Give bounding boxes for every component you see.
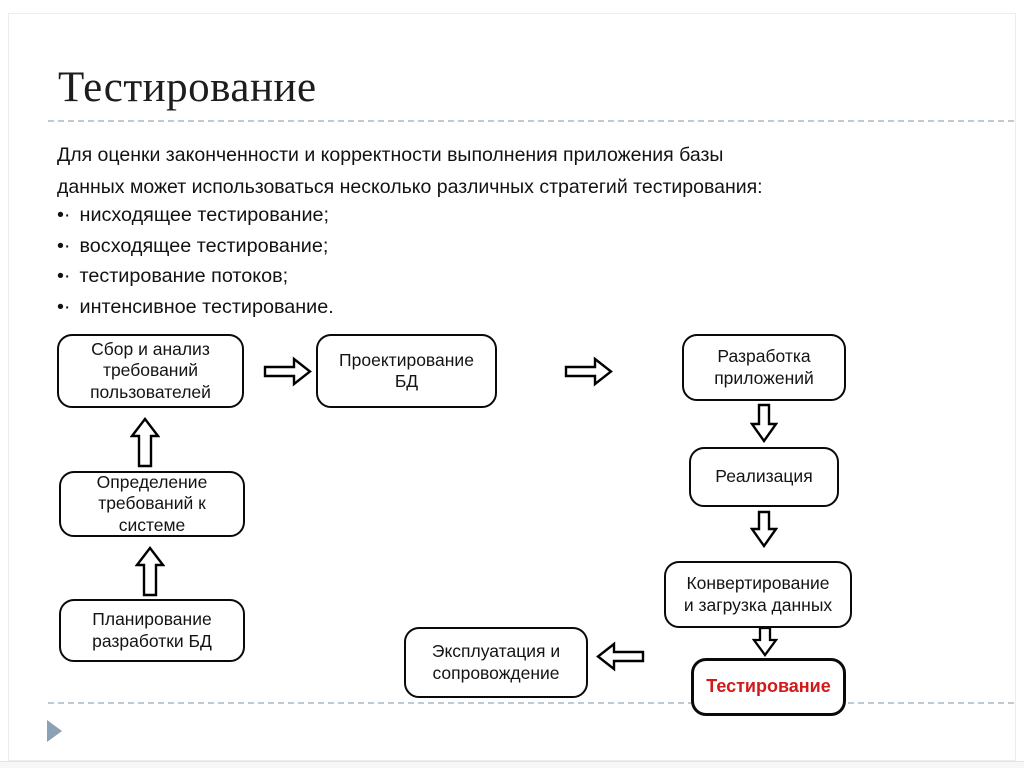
bullet-marker: •· [57,295,71,318]
bullet-item: •· интенсивное тестирование. [57,292,334,323]
arrow-down-icon [752,626,778,657]
arrow-up-icon [130,417,160,468]
bullet-item: •· нисходящее тестирование; [57,200,334,231]
bottom-strip [0,761,1024,768]
bullet-text: нисходящее тестирование; [79,204,330,226]
bullet-item: •· восходящее тестирование; [57,231,334,262]
arrow-up-icon [135,546,165,597]
bullet-marker: •· [57,204,71,226]
bullet-text: тестирование потоков; [79,265,289,288]
arrow-left-icon [596,641,645,672]
arrow-right-icon [564,356,613,387]
intro-paragraph: Для оценки законченности и корректности … [57,144,763,199]
title-divider [48,120,1014,122]
bullet-list: •· нисходящее тестирование; •· восходящее … [57,200,334,322]
flow-box-label: Тестирование [706,676,831,697]
bullet-text: интенсивное тестирование. [79,295,334,318]
arrow-right-icon [263,356,312,387]
next-slide-icon[interactable] [47,720,62,742]
bullet-item: •· тестирование потоков; [57,261,334,292]
arrow-down-icon [750,510,778,548]
flow-box-implementation: Реализация [689,447,839,507]
arrow-down-icon [750,403,778,443]
bullet-text: восходящее тестирование; [79,234,329,257]
bullet-marker: •· [57,234,71,257]
flow-box-label: Реализация [715,466,813,487]
bullet-marker: •· [57,265,71,288]
footer-divider [48,702,1014,704]
page-title: Тестирование [58,64,317,111]
flow-box-testing: Тестирование [691,658,846,716]
